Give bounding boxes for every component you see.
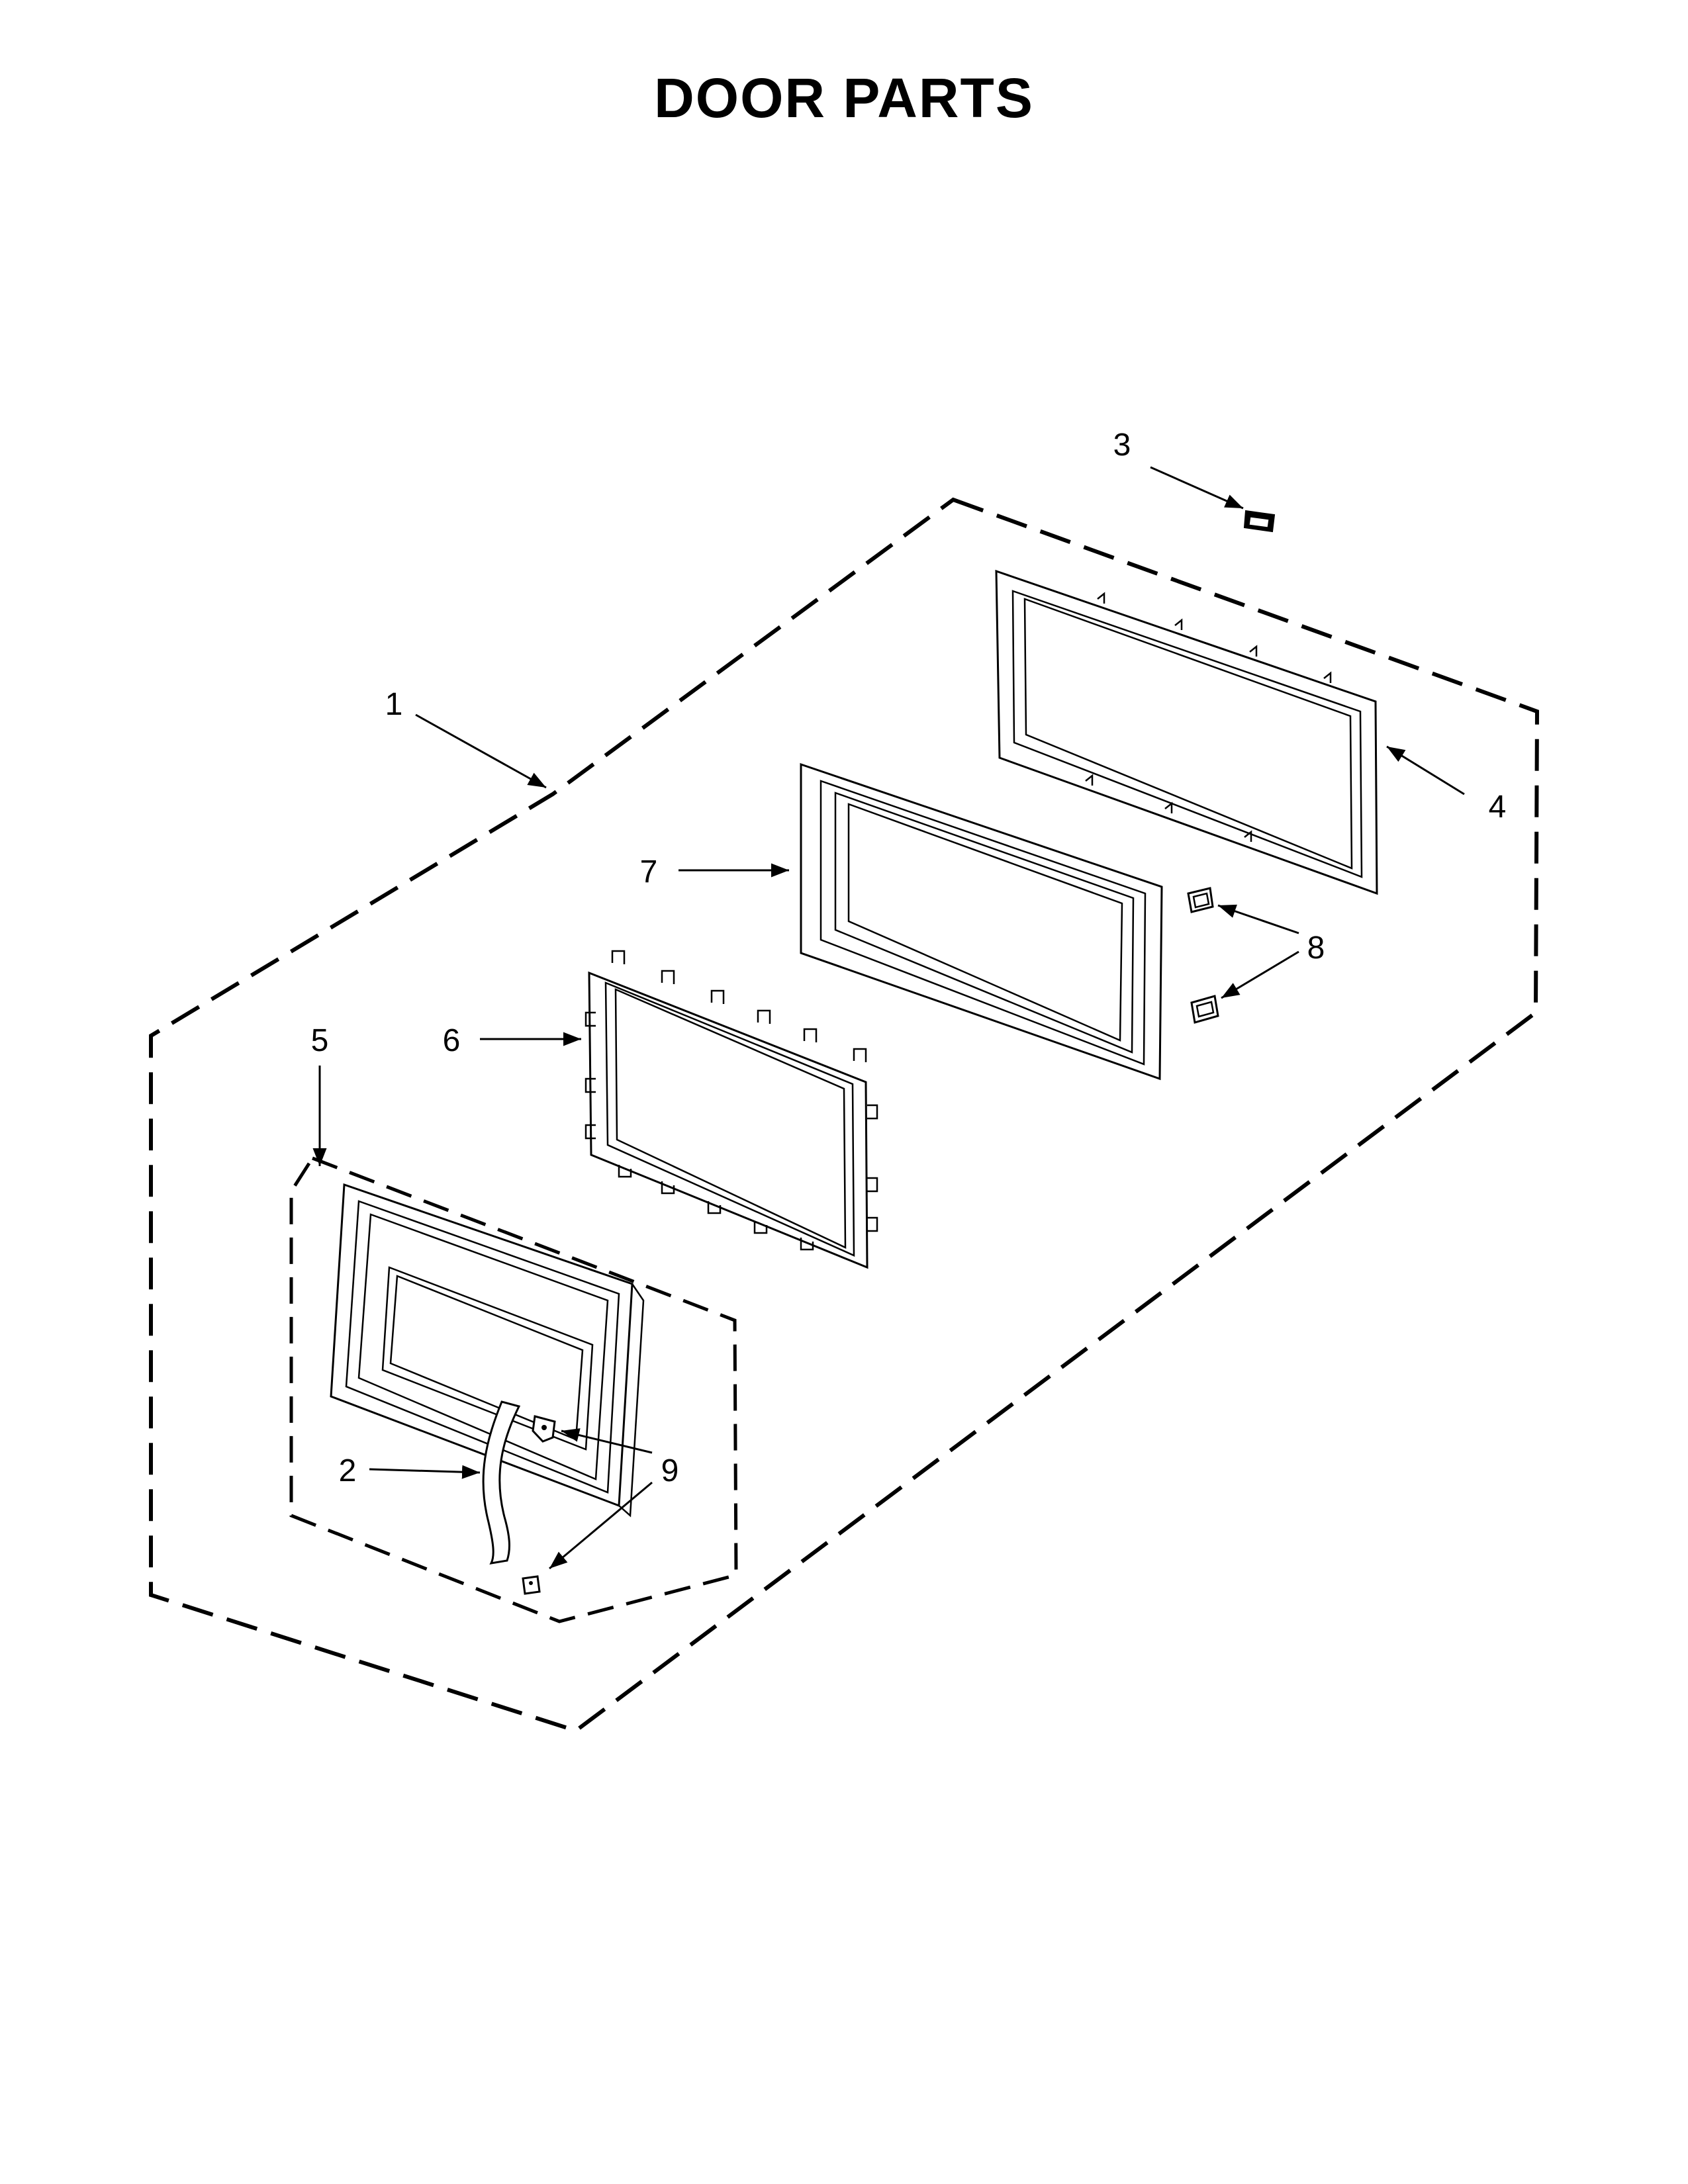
callout-4: 4 [1489,790,1507,825]
callout-1: 1 [385,687,403,722]
callout-2: 2 [339,1453,357,1488]
callout-7: 7 [640,854,658,889]
part-2-strip [482,1400,521,1565]
part-7-inner-frame [800,762,1163,1081]
part-8-hinges [1187,887,1219,1024]
page-title: DOOR PARTS [654,67,1034,129]
callout-5: 5 [311,1023,329,1058]
callout-6: 6 [443,1023,461,1058]
callout-8: 8 [1307,931,1325,966]
part-6-door-frame [585,950,878,1269]
part-4-rear-frame [995,569,1378,895]
assembly-1-boundary [149,497,1540,1733]
part-3-clip [1243,510,1276,533]
leader-lines [312,466,1465,1570]
assembly-5-boundary [289,1156,738,1623]
callout-3: 3 [1113,428,1131,463]
part-9-clips [522,1415,556,1595]
callout-9: 9 [661,1453,679,1488]
